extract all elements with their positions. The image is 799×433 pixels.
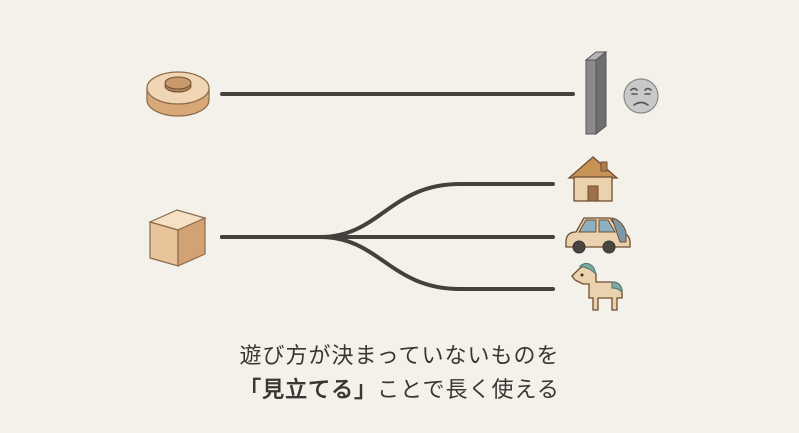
caption-line-2: 「見立てる」ことで長く使える <box>0 372 799 404</box>
wooden-disc-toy-icon <box>146 71 210 117</box>
wall-block-icon <box>584 50 608 136</box>
sad-face-icon <box>623 78 659 114</box>
horse-icon <box>571 262 623 311</box>
caption-line-1-text: 遊び方が決まっていないものを <box>239 344 560 369</box>
caption-line-1: 遊び方が決まっていないものを <box>0 338 799 370</box>
caption-highlight-text: 「見立てる」 <box>239 378 378 403</box>
branch-line-top <box>220 182 555 239</box>
house-icon <box>567 156 619 202</box>
branch-line-bottom <box>220 235 555 291</box>
wooden-cube-block-icon <box>148 209 207 267</box>
car-icon <box>565 217 631 254</box>
branch-lines <box>220 182 555 291</box>
caption-line-2-text: ことで長く使える <box>377 378 560 403</box>
